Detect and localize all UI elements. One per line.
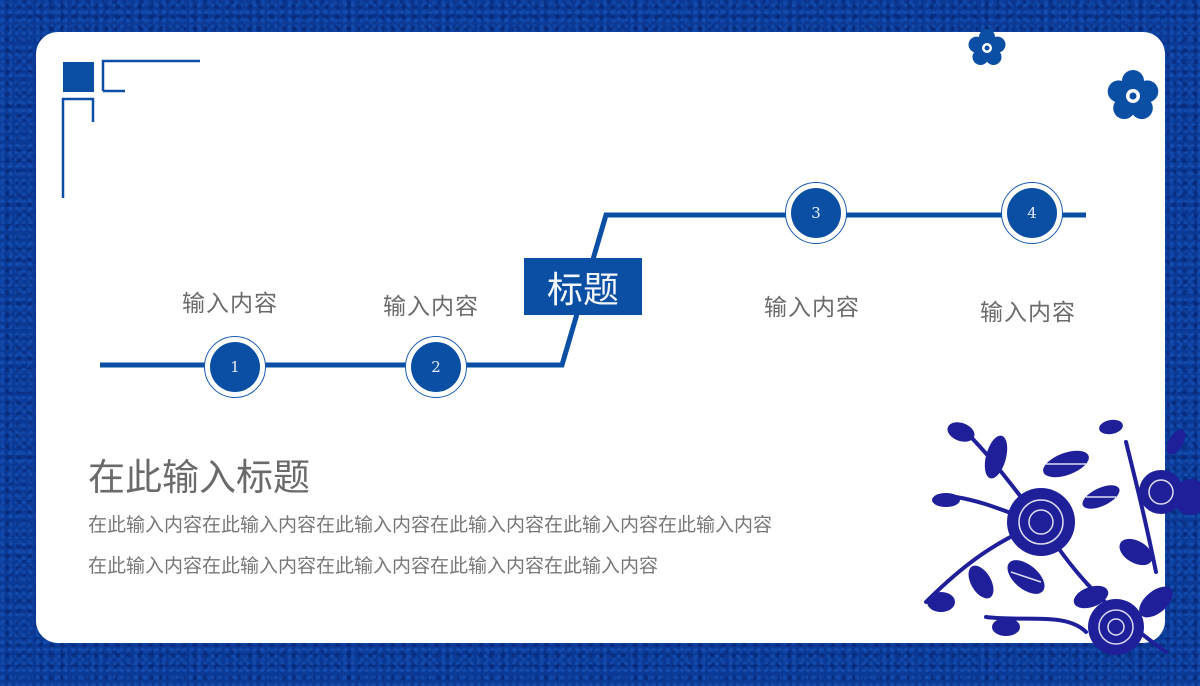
step-node-3: 3: [785, 182, 847, 244]
body-text-line-2: 在此输入内容在此输入内容在此输入内容在此输入内容在此输入内容: [88, 555, 659, 577]
section-title: 在此输入标题: [88, 456, 310, 499]
step-label-3: 输入内容: [764, 295, 860, 321]
corner-square-icon: [63, 62, 94, 92]
step-number: 4: [1007, 188, 1057, 238]
step-node-2: 2: [405, 336, 467, 398]
step-number: 1: [210, 342, 260, 392]
plum-blossom-icon: [1102, 65, 1164, 131]
step-number: 3: [791, 188, 841, 238]
step-number: 2: [411, 342, 461, 392]
floral-corner-decoration: [906, 402, 1200, 682]
title-box: 标题: [524, 258, 642, 315]
slide-card: 1 2 3 4 输入内容 输入内容 输入内容 输入内容 标题 在此输入标题 在此…: [36, 29, 1200, 655]
step-node-4: 4: [1001, 182, 1063, 244]
step-label-4: 输入内容: [980, 300, 1076, 326]
step-label-2: 输入内容: [383, 294, 479, 320]
plum-blossom-icon: [965, 26, 1009, 74]
body-text-line-1: 在此输入内容在此输入内容在此输入内容在此输入内容在此输入内容在此输入内容: [88, 514, 773, 536]
step-label-1: 输入内容: [182, 291, 278, 317]
step-node-1: 1: [204, 336, 266, 398]
